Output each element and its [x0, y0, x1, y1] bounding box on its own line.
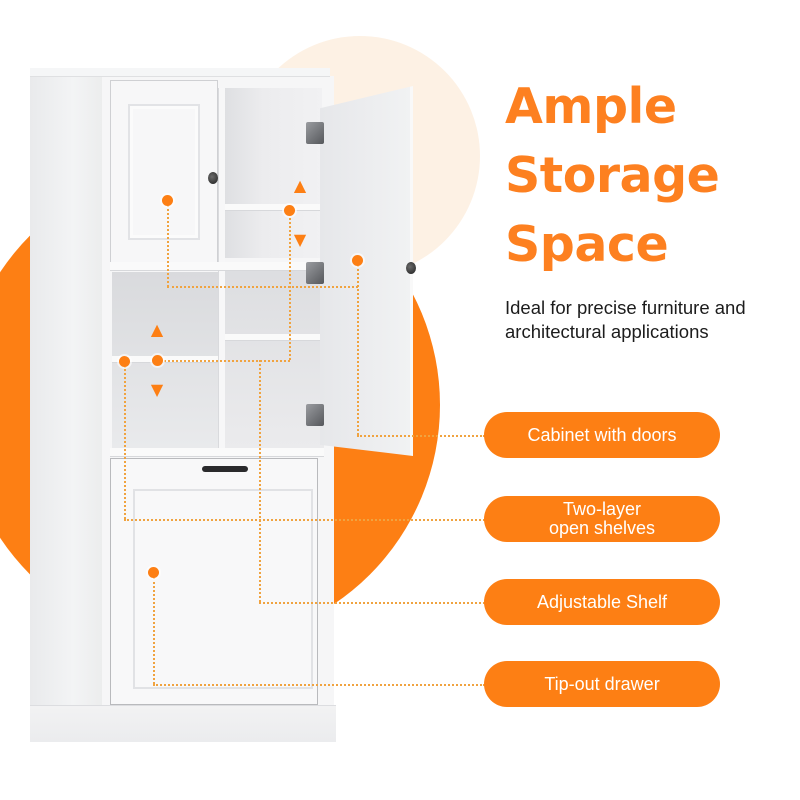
callout-dot-icon: [284, 205, 295, 216]
callout-dot-icon: [152, 355, 163, 366]
hinge-icon: [306, 404, 324, 426]
headline-line-2: Storage: [505, 147, 720, 204]
connector-line: [153, 684, 485, 686]
hinge-icon: [306, 122, 324, 144]
callout-dot-icon: [119, 356, 130, 367]
connector-line: [259, 360, 261, 602]
open-shelf-divider: [112, 356, 220, 363]
arrow-up-icon: ▲: [150, 320, 164, 339]
feature-label: Cabinet with doors: [527, 424, 677, 445]
headline: Ample Storage Space: [505, 72, 795, 279]
feature-pill-tip-out-drawer: Tip-out drawer: [484, 661, 720, 707]
connector-line: [124, 366, 126, 519]
callout-dot-icon: [162, 195, 173, 206]
feature-pill-adjustable-shelf: Adjustable Shelf: [484, 579, 720, 625]
door-raised-panel: [128, 104, 200, 240]
feature-label-line-2: open shelves: [548, 518, 656, 538]
drawer-handle-icon: [202, 466, 248, 472]
callout-dot-icon: [352, 255, 363, 266]
connector-line: [160, 360, 290, 362]
arrow-down-icon: ▼: [150, 380, 164, 399]
feature-label-line-1: Two-layer: [562, 499, 641, 519]
upper-left-door: [110, 80, 218, 264]
connector-line: [124, 519, 485, 521]
feature-pill-open-shelves: Two-layer open shelves: [484, 496, 720, 542]
door-knob-icon: [208, 172, 218, 184]
adjustable-shelf-lower: [224, 334, 324, 341]
feature-pill-cabinet-with-doors: Cabinet with doors: [484, 412, 720, 458]
cabinet-top: [30, 68, 330, 77]
adjustable-shelf-upper: [224, 204, 320, 211]
feature-label: Tip-out drawer: [544, 673, 660, 694]
arrow-up-icon: ▲: [293, 176, 307, 195]
cabinet-side-panel: [30, 70, 103, 740]
hinge-icon: [306, 262, 324, 284]
connector-line: [167, 286, 358, 288]
connector-line: [357, 265, 359, 435]
connector-line: [289, 214, 291, 360]
connector-line: [357, 435, 485, 437]
description-text: Ideal for precise furniture and architec…: [505, 297, 746, 342]
headline-line-3: Space: [505, 216, 669, 273]
cabinet-base-plinth: [30, 705, 336, 742]
feature-label: Two-layer open shelves: [549, 500, 655, 538]
middle-shelf: [110, 262, 324, 271]
upper-right-interior: [224, 88, 322, 258]
connector-line: [167, 205, 169, 287]
drawer-raised-panel: [133, 489, 313, 689]
open-right-door: [320, 86, 413, 456]
headline-line-1: Ample: [505, 78, 677, 135]
arrow-down-icon: ▼: [293, 230, 307, 249]
tip-out-drawer: [110, 458, 318, 705]
door-knob-icon: [406, 262, 416, 274]
bottom-shelf: [110, 448, 324, 457]
callout-dot-icon: [148, 567, 159, 578]
feature-label: Adjustable Shelf: [536, 591, 668, 612]
connector-line: [153, 577, 155, 684]
connector-line: [259, 602, 485, 604]
